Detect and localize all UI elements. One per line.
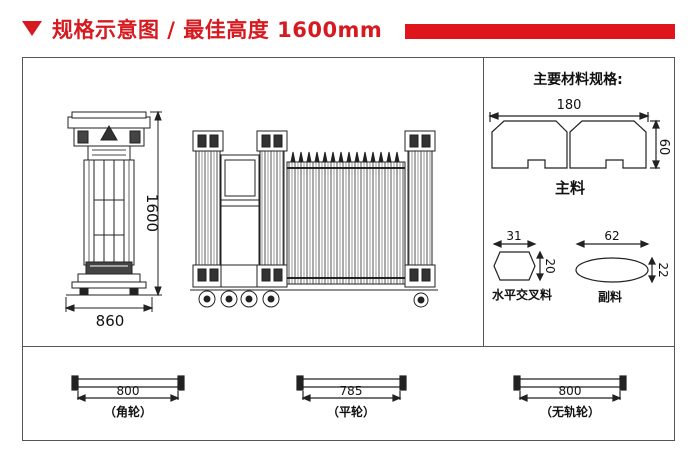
materials-heading: 主要材料规格: [533, 71, 623, 88]
header-accent-bar [405, 24, 675, 39]
side-view-drawing [64, 110, 162, 312]
wheel-diagram-trackless [513, 375, 627, 402]
wheel-trackless-dimension: 800 [559, 384, 582, 398]
aux-profile-height-label: 22 [656, 262, 670, 277]
page-title: 规格示意图 / 最佳高度 1600mm [52, 18, 383, 42]
main-profile-drawing [488, 112, 660, 170]
wheel-flat-dimension: 785 [340, 384, 363, 398]
frame-vertical-divider [483, 57, 484, 347]
diagram-frame [22, 57, 675, 441]
wheel-flat-caption: （平轮） [327, 404, 375, 419]
triangle-marker-icon [22, 21, 42, 36]
main-profile-height-label: 60 [656, 139, 671, 156]
aux-profile-drawing [575, 240, 656, 284]
frame-horizontal-divider [22, 346, 675, 347]
wheel-trackless-caption: （无轨轮） [540, 404, 600, 419]
aux-profile-width-label: 62 [604, 229, 619, 243]
wheel-diagram-corner [71, 375, 185, 402]
gate-front-view [190, 130, 438, 308]
cross-profile-height-label: 20 [543, 258, 557, 273]
cross-profile-drawing [492, 240, 544, 282]
wheel-corner-caption: （角轮） [104, 404, 152, 419]
main-profile-name: 主料 [555, 179, 585, 197]
cross-profile-name: 水平交叉料 [492, 287, 552, 302]
header: 规格示意图 / 最佳高度 1600mm [0, 0, 693, 58]
side-view-width-label: 860 [96, 312, 125, 330]
wheel-corner-dimension: 800 [117, 384, 140, 398]
wheel-diagram-flat [296, 375, 407, 402]
cross-profile-width-label: 31 [506, 229, 521, 243]
aux-profile-name: 副料 [598, 289, 622, 304]
main-profile-width-label: 180 [557, 98, 582, 113]
side-view-height-label: 1600 [143, 194, 161, 232]
